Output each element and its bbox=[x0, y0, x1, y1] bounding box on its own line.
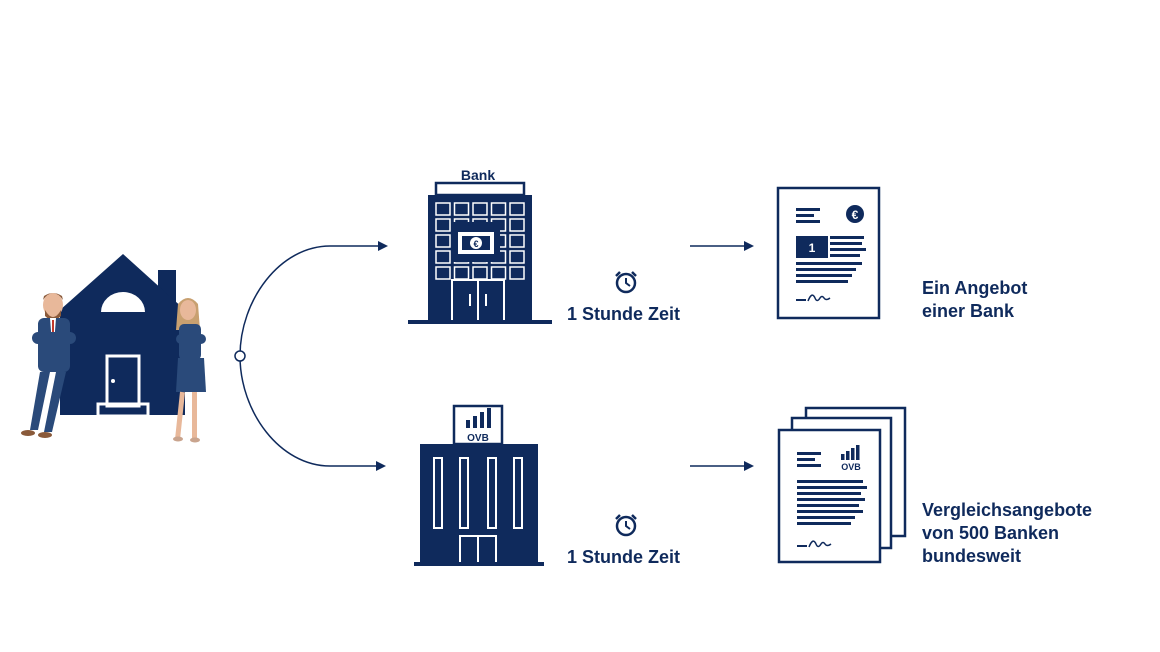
alarm-clock-icon bbox=[615, 271, 637, 294]
bank-window bbox=[509, 234, 525, 248]
svg-text:€: € bbox=[473, 239, 478, 249]
comparison-documents-stack: OVB bbox=[777, 406, 907, 564]
alarm-clock-icon bbox=[615, 514, 637, 537]
euro-icon: € bbox=[846, 205, 864, 223]
bank-window bbox=[435, 250, 451, 264]
bank-window bbox=[509, 218, 525, 232]
comparison-result: Vergleichsangebote von 500 Banken bundes… bbox=[922, 499, 1092, 568]
branch-connector bbox=[234, 241, 388, 471]
bank-window bbox=[472, 202, 488, 216]
comparison-line-2: von 500 Banken bbox=[922, 523, 1060, 543]
bank-window bbox=[435, 202, 451, 216]
bank-window bbox=[435, 266, 451, 280]
signature-icon bbox=[797, 540, 832, 548]
ovb-building-logo: OVB bbox=[467, 433, 489, 444]
bank-window bbox=[435, 234, 451, 248]
branch-node bbox=[234, 350, 246, 362]
ovb-building-icon: OVB bbox=[414, 404, 544, 566]
ovb-logo-icon: OVB bbox=[841, 445, 861, 472]
signature-icon bbox=[796, 294, 831, 302]
top-time-label: 1 Stunde Zeit bbox=[567, 304, 681, 324]
comparison-line-1: Vergleichsangebote bbox=[922, 500, 1093, 520]
offer-number: 1 bbox=[809, 241, 816, 255]
bank-window bbox=[509, 202, 525, 216]
bank-window bbox=[490, 202, 507, 216]
svg-text:€: € bbox=[852, 208, 859, 222]
ovb-document-logo: OVB bbox=[841, 462, 861, 472]
comparison-line-3: bundesweit bbox=[922, 546, 1022, 566]
bank-building-icon: € Bank bbox=[408, 167, 552, 324]
single-offer-line-1: Ein Angebot bbox=[922, 278, 1028, 298]
businesswoman-figure bbox=[173, 298, 206, 443]
bank-window bbox=[509, 266, 525, 280]
single-offer-document: € 1 bbox=[776, 186, 881, 320]
bank-sign-label: Bank bbox=[461, 167, 495, 183]
single-offer-line-2: einer Bank bbox=[922, 301, 1015, 321]
house-icon bbox=[60, 254, 185, 418]
bank-window bbox=[435, 218, 451, 232]
bank-window bbox=[509, 250, 525, 264]
house-with-people bbox=[21, 254, 206, 443]
single-offer-result: Ein Angebot einer Bank bbox=[922, 277, 1027, 323]
bottom-time-label: 1 Stunde Zeit bbox=[567, 547, 681, 567]
bank-window bbox=[453, 202, 470, 216]
businessman-figure bbox=[21, 293, 76, 438]
